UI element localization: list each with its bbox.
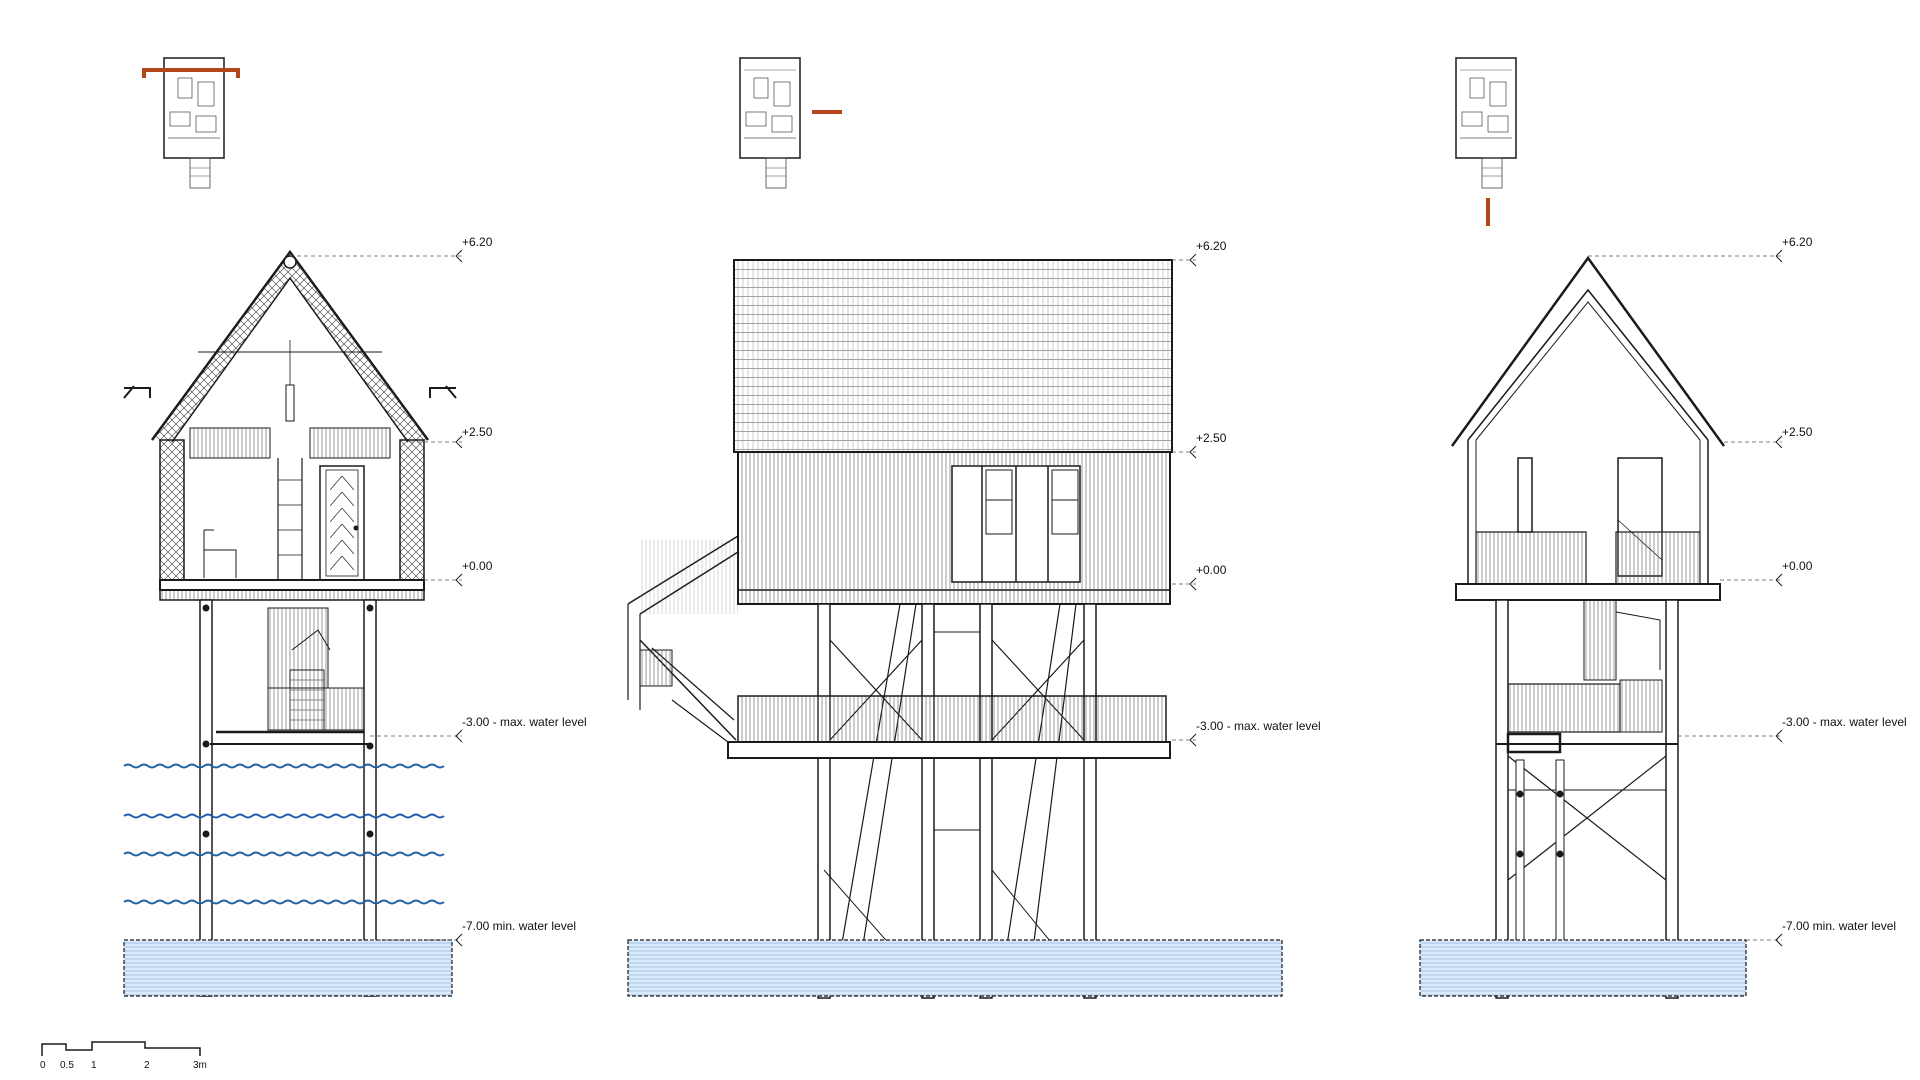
section-cut-marker xyxy=(142,68,240,78)
level-label: -3.00 - max. water level xyxy=(1196,719,1321,733)
scale-tick-label: 1 xyxy=(91,1060,97,1071)
level-marker: -7.00 min. water level xyxy=(370,919,576,947)
level-marker: +0.00 xyxy=(1720,559,1813,587)
level-marker: +6.20 xyxy=(1588,235,1813,263)
level-marker: +2.50 xyxy=(410,425,493,449)
level-label: -3.00 - max. water level xyxy=(1782,715,1907,729)
gable-elevation-view xyxy=(1419,255,1747,999)
level-label: +0.00 xyxy=(1782,559,1813,573)
level-marker: -3.00 - max. water level xyxy=(370,715,587,743)
key-plan-2 xyxy=(739,57,842,189)
scale-tick-label: 0 xyxy=(40,1060,46,1071)
level-label: -3.00 - max. water level xyxy=(462,715,587,729)
scale-tick-label: 2 xyxy=(144,1060,150,1071)
section-view xyxy=(123,249,457,997)
level-marker: +0.00 xyxy=(1172,563,1227,591)
scale-tick-label: 0.5 xyxy=(60,1060,74,1071)
levels-gable-elevation: +6.20 +2.50 +0.00 -3.00 - max. water lev… xyxy=(1588,235,1907,947)
key-plan-3 xyxy=(1455,57,1517,226)
level-label: -7.00 min. water level xyxy=(462,919,576,933)
long-elevation-view xyxy=(627,259,1283,999)
level-marker: +2.50 xyxy=(1172,431,1227,459)
level-marker: -3.00 - max. water level xyxy=(1678,715,1907,743)
level-label: +2.50 xyxy=(1782,425,1813,439)
level-marker: +2.50 xyxy=(1724,425,1813,449)
level-marker: -7.00 min. water level xyxy=(1746,919,1896,947)
level-label: +6.20 xyxy=(1782,235,1813,249)
level-label: +2.50 xyxy=(462,425,493,439)
level-label: +2.50 xyxy=(1196,431,1227,445)
scale-bar: 0 0.5 1 2 3m xyxy=(40,1041,207,1071)
level-marker: +6.20 xyxy=(1172,239,1227,267)
levels-long-elevation: +6.20 +2.50 +0.00 -3.00 - max. water lev… xyxy=(1172,239,1321,747)
level-label: +0.00 xyxy=(1196,563,1227,577)
level-label: +0.00 xyxy=(462,559,493,573)
key-plan-1 xyxy=(142,57,240,189)
level-marker: +0.00 xyxy=(424,559,493,587)
scale-tick-label: 3m xyxy=(193,1060,207,1071)
water-waves xyxy=(123,763,445,905)
level-marker: +6.20 xyxy=(290,235,493,263)
levels-section: +6.20 +2.50 +0.00 -3.00 - max. water lev… xyxy=(290,235,587,947)
level-label: -7.00 min. water level xyxy=(1782,919,1896,933)
level-label: +6.20 xyxy=(462,235,493,249)
level-marker: -3.00 - max. water level xyxy=(1172,719,1321,747)
level-label: +6.20 xyxy=(1196,239,1227,253)
